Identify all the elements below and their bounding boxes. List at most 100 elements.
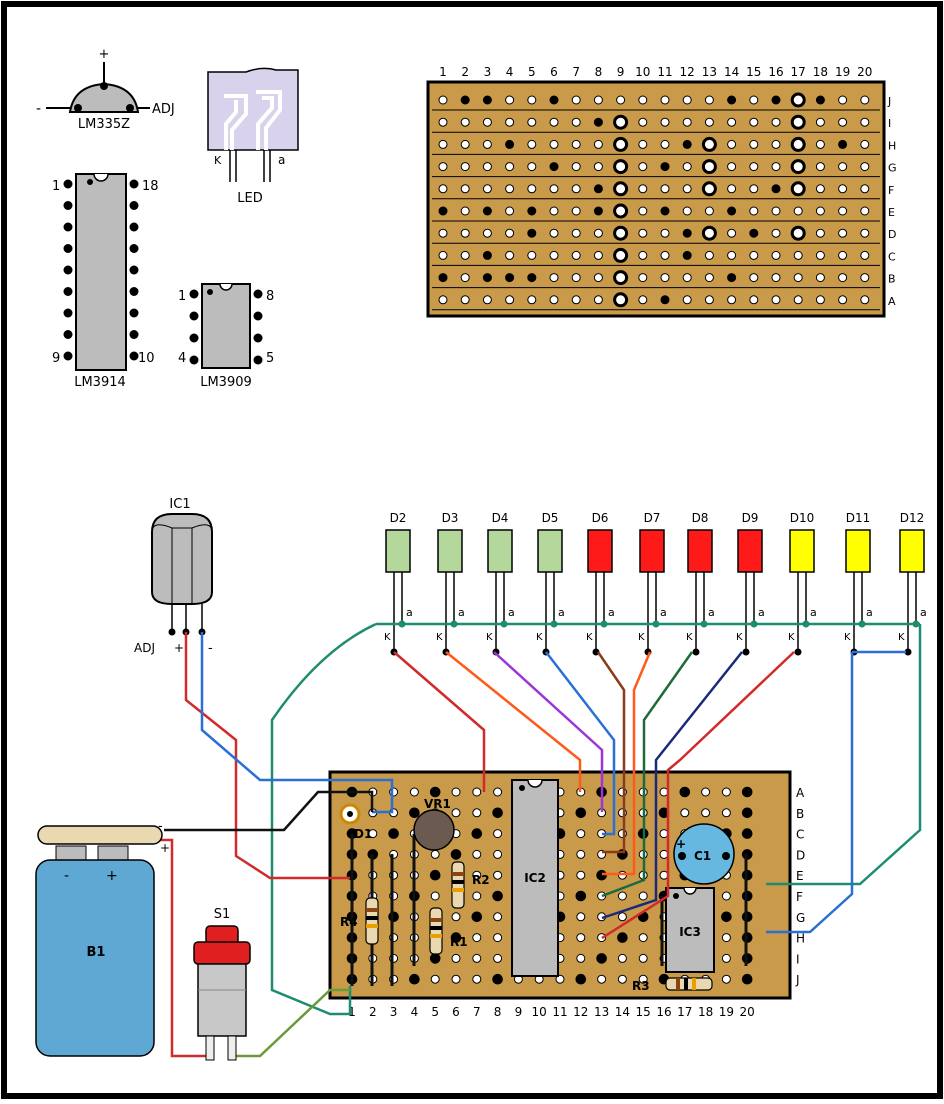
lm3914-pin9-label: 9 [52,351,60,366]
board-hole [471,828,483,839]
board-hole [576,829,586,839]
ic1-label: IC1 [169,497,190,512]
board-hole [571,184,581,194]
lm3909-pin [189,355,199,365]
led-body [587,529,613,573]
board-hole [727,273,737,283]
led-label: D7 [644,511,661,525]
main-col-label: 15 [636,1005,651,1019]
board-hole [460,295,470,305]
lm3914-pin [63,351,73,361]
c1-plus-label: + [676,837,686,851]
board-hole [438,228,448,238]
board-hole [493,953,503,963]
track-break [613,203,629,219]
led-label: D9 [742,511,759,525]
lm335z-plus-label: + [99,47,110,62]
board-hole [749,95,759,105]
board-hole [617,932,628,943]
board-hole [597,974,607,984]
board-hole [682,273,692,283]
board-hole [527,273,537,283]
main-row-label: F [796,890,803,904]
led-k-label: K [898,632,905,643]
board-hole [741,973,753,985]
board-hole [571,117,581,127]
board-hole [704,250,714,260]
lm3914-pin [129,308,139,318]
top-col-label: 5 [528,65,536,79]
board-hole [388,911,399,923]
led-k-label: K [638,632,645,643]
main-row-label: C [796,828,804,842]
c1-label: C1 [694,849,711,863]
board-hole [660,273,670,283]
lm3909-pin [253,289,263,299]
board-hole [838,295,848,305]
lm3909-pin [189,333,199,343]
board-hole [704,95,714,105]
led-a-label: a [608,606,615,619]
switch-label: S1 [214,907,231,922]
board-hole [660,250,670,260]
switch-s1: S1 [193,907,251,1061]
board-hole [860,162,870,172]
board-hole [680,808,690,818]
board-hole [638,228,648,238]
lm3909-pin5-label: 5 [266,351,274,366]
led-label: D10 [790,511,815,525]
board-hole [638,117,648,127]
board-hole [571,162,581,172]
board-hole [741,828,753,839]
board-hole [860,139,870,149]
board-hole [472,891,482,901]
vr1-label: VR1 [424,797,451,811]
board-hole [721,911,732,923]
led-body [639,529,665,573]
board-hole [660,295,670,305]
board-hole [815,117,825,127]
board-hole [460,184,470,194]
led-k-label: K [586,632,593,643]
lm3909-pin [189,289,199,299]
lm3914-pin [63,330,73,339]
led-a-label: a [866,606,873,619]
main-components: D1 VR1 R4 R1 R2 IC2 + C1 IC3 R3 [339,779,735,993]
board-hole [793,295,803,305]
r3-label: R3 [632,979,650,993]
lm3914-label: LM3914 [74,375,126,390]
d9-wire [601,651,743,920]
top-row-label: I [888,117,891,130]
board-hole [492,807,503,819]
main-col-label: 7 [473,1005,481,1019]
board-hole [593,295,603,305]
board-hole [438,95,448,105]
lm3914-pin [129,244,139,253]
board-hole [451,974,461,984]
board-hole [576,912,586,922]
board-hole [482,228,492,238]
track-break [790,114,806,130]
board-hole [438,295,448,305]
led-body [487,529,513,573]
d3-wire [445,651,582,792]
board-hole [527,117,537,127]
led-label: D8 [692,511,709,525]
board-hole [493,829,503,839]
board-hole [571,95,581,105]
board-hole [860,206,870,216]
battery-plus-label: + [106,868,118,884]
board-hole [597,891,607,901]
board-hole [409,807,420,819]
board-hole [571,206,581,216]
ic3-label: IC3 [679,925,701,939]
board-hole [749,206,759,216]
board-hole [701,808,711,818]
board-hole [749,250,759,260]
board-hole [682,184,692,194]
board-hole [727,295,737,305]
board-hole [593,273,603,283]
